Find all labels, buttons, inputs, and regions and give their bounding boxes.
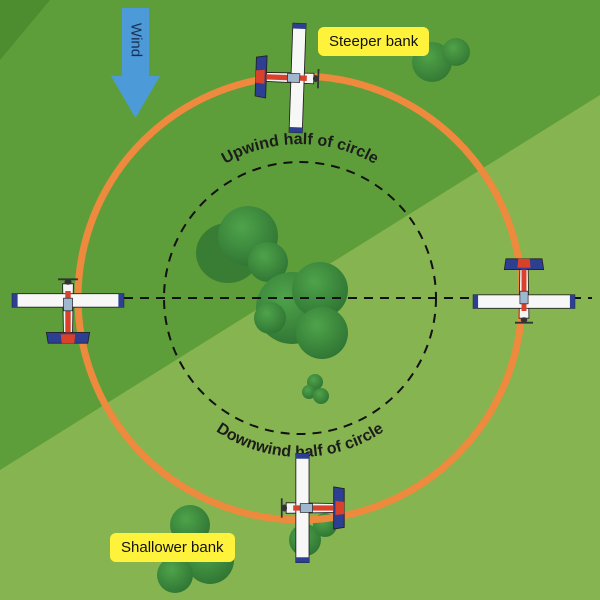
ground-corner [0, 0, 50, 60]
shallower-bank-callout: Shallower bank [110, 533, 235, 562]
wind-arrow-icon: Wind [111, 8, 160, 118]
wind-label: Wind [128, 23, 145, 57]
ground-light-field [0, 95, 600, 600]
tree-icon [196, 206, 348, 404]
steeper-bank-callout: Steeper bank [318, 27, 430, 56]
